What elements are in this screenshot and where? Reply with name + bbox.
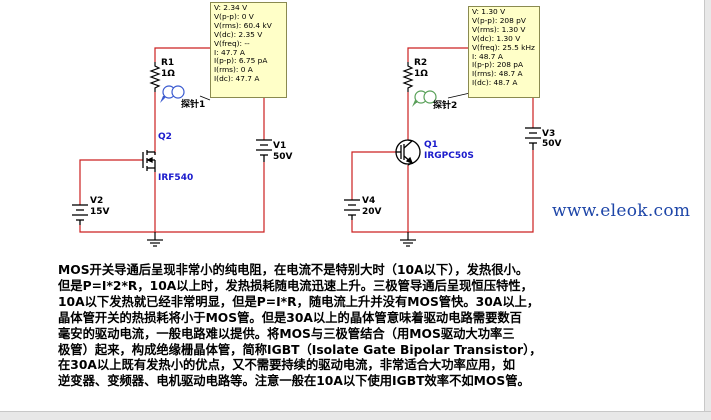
description-line: 晶体管开关的热损耗将小于MOS管。但是30A以上的晶体管意味着驱动电路需要数百 xyxy=(58,310,522,325)
wire-right-return xyxy=(408,150,534,233)
probe-1-line: V: 2.34 V xyxy=(214,3,248,12)
v3-label: V3 xyxy=(542,129,556,139)
igbt-q1 xyxy=(395,139,421,166)
probe-2-line: V(dc): 1.30 V xyxy=(472,33,521,43)
bottom-scrollbar-edge[interactable] xyxy=(0,411,711,420)
probe-1-readout: V: 2.34 V V(p-p): 0 V V(rms): 60.4 kV V(… xyxy=(210,2,287,98)
probe-2-label: 探针2 xyxy=(433,101,458,111)
ground-left xyxy=(147,232,163,247)
description-line: 但是P=I*2*R，10A以上时，发热损耗随电流迅速上升。三极管导通后呈现恒压特… xyxy=(58,278,533,293)
wire-right-base xyxy=(351,151,396,200)
probe-1-line: V(freq): -- xyxy=(214,38,250,48)
wire-left-return xyxy=(155,162,265,233)
probe-1-line: V(rms): 60.4 kV xyxy=(214,20,272,30)
v1-label: V1 xyxy=(273,141,287,151)
probe-2-marker xyxy=(412,90,471,107)
probe-1-label: 探针1 xyxy=(181,100,206,110)
q1-part: IRGPC50S xyxy=(424,151,474,161)
r1-label: R1 xyxy=(161,58,175,68)
description-line: 在30A以上既有发热小的优点，又不需要持续的驱动电流，非常适合大功率应用，如 xyxy=(58,358,516,373)
description-line: 极管）起来，构成绝缘栅晶体管，简称IGBT（Isolate Gate Bipol… xyxy=(58,342,542,357)
probe-2-line: I: 48.7 A xyxy=(472,51,503,61)
probe-1-line: V(dc): 2.35 V xyxy=(214,29,263,39)
description-line: 10A以下发热就已经非常明显，但是P=I*R，随电流上升并没有MOS管快。30A… xyxy=(58,294,540,309)
v2-value: 15V xyxy=(90,207,110,217)
probe-2-line: V(freq): 25.5 kHz xyxy=(472,42,535,52)
right-scrollbar-edge[interactable] xyxy=(704,0,711,419)
battery-v1 xyxy=(256,139,272,162)
wire-left-bottom xyxy=(79,172,156,233)
description-line: 逆变器、变频器、电机驱动电路等。注意一般在10A以下使用IGBT效率不如MOS管… xyxy=(58,374,530,389)
r2-value: 1Ω xyxy=(414,69,428,79)
r1-value: 1Ω xyxy=(161,69,175,79)
q1-label: Q1 xyxy=(424,140,438,150)
probe-2-line: I(rms): 48.7 A xyxy=(472,69,523,79)
mosfet-q2 xyxy=(142,150,156,172)
q2-part: IRF540 xyxy=(158,173,194,183)
description-paragraph: MOS开关导通后呈现非常小的纯电阻，在电流不是特别大时（10A以下），发热很小。… xyxy=(58,263,698,390)
resistor-r2 xyxy=(402,62,414,92)
description-line: MOS开关导通后呈现非常小的纯电阻，在电流不是特别大时（10A以下），发热很小。 xyxy=(58,263,529,277)
v3-value: 50V xyxy=(542,139,562,149)
v2-label: V2 xyxy=(90,196,104,206)
r2-label: R2 xyxy=(414,58,428,68)
probe-1-line: I: 47.7 A xyxy=(214,47,245,57)
probe-2-line: V(p-p): 208 pV xyxy=(472,15,526,25)
wire-right-bottom xyxy=(351,165,409,233)
ground-right xyxy=(400,232,416,247)
watermark-text: www.eleok.com xyxy=(552,201,691,221)
probe-1-line: V(p-p): 0 V xyxy=(214,11,254,21)
probe-1-line: I(p-p): 6.75 pA xyxy=(214,56,268,66)
probe-2-line: V(rms): 1.30 V xyxy=(472,24,526,34)
probe-2-line: I(dc): 48.7 A xyxy=(472,78,518,88)
probe-2-readout: V: 1.30 V V(p-p): 208 pV V(rms): 1.30 V … xyxy=(468,6,540,98)
q2-label: Q2 xyxy=(158,132,172,142)
battery-v4 xyxy=(344,199,360,220)
probe-2-line: V: 1.30 V xyxy=(472,7,506,16)
probe-2-line: I(p-p): 208 pA xyxy=(472,60,524,70)
description-line: 毫安的驱动电流，一般电路难以提供。将MOS与三极管结合（用MOS驱动大功率三 xyxy=(58,326,515,341)
probe-1-line: I(rms): 0 A xyxy=(214,65,253,75)
resistor-r1 xyxy=(149,62,161,92)
wire-left-gate xyxy=(79,159,143,205)
battery-v3 xyxy=(525,127,541,150)
v4-value: 20V xyxy=(362,207,382,217)
probe-1-line: I(dc): 47.7 A xyxy=(214,74,260,84)
probe-1-marker xyxy=(160,85,211,103)
v4-label: V4 xyxy=(362,196,376,206)
battery-v2 xyxy=(72,204,88,225)
v1-value: 50V xyxy=(273,152,293,162)
